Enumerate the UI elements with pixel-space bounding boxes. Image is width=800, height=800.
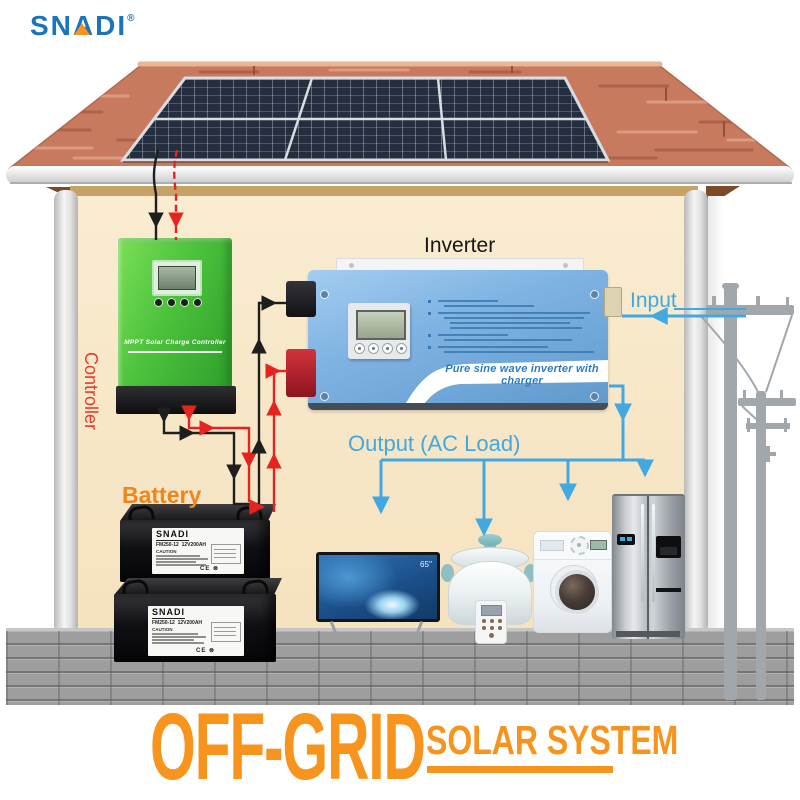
house-corner-post-left (54, 190, 78, 630)
inverter-body: Pure sine wave inverter with charger (286, 270, 622, 410)
inverter-dc-terminal-positive (286, 349, 316, 397)
battery-cert-mark: CE ⊗ (200, 566, 220, 572)
controller-button (180, 298, 189, 307)
screw-icon (320, 290, 329, 299)
washer-detergent-drawer (540, 540, 564, 551)
house-corner-post-right (684, 190, 708, 630)
battery-top-face (120, 504, 276, 521)
washing-machine (533, 531, 612, 633)
battery-inverter-negative-wire (251, 295, 289, 504)
washer-display (590, 540, 607, 550)
battery-cert-mark: CE ⊗ (196, 648, 216, 654)
washer-knob (570, 536, 589, 555)
screw-icon (590, 290, 599, 299)
wall-top-beam (70, 186, 698, 197)
controller-battery-positive-wire (181, 405, 265, 515)
fridge-handle-left (641, 504, 644, 602)
roof-shingle-streaks (18, 66, 778, 160)
ac-input-wire (622, 307, 746, 325)
television: 65'' (316, 552, 440, 636)
pv-positive-wire (168, 149, 184, 240)
battery-upper: SNADI FM250-12 12V200AH CAUTION CE ⊗ (118, 504, 278, 584)
controller-button (167, 298, 176, 307)
logo-triangle-icon (74, 23, 90, 35)
fridge-display (617, 534, 635, 545)
controller-button (193, 298, 202, 307)
controller-face-rule (128, 351, 222, 353)
title-underline (427, 766, 613, 773)
controller-button (154, 298, 163, 307)
inverter-bottom-strip (308, 403, 608, 410)
cooker-lid-knob (478, 534, 502, 546)
label-inverter: Inverter (424, 234, 496, 257)
inverter-tagline: Pure sine wave inverter with charger (445, 363, 599, 387)
label-battery: Battery (122, 482, 202, 508)
screw-icon (590, 392, 599, 401)
washer-door (550, 565, 599, 614)
inverter-button (368, 343, 379, 354)
label-controller: Controller (81, 352, 101, 431)
title-main: OFF-GRID (150, 694, 426, 800)
inverter-display-panel (348, 303, 410, 359)
utility-poles (699, 283, 796, 700)
inverter-button (354, 343, 365, 354)
inverter-lcd-screen (356, 310, 406, 340)
battery-spec-table (211, 544, 241, 564)
controller-body: MPPT Solar Charge Controller (118, 238, 232, 390)
controller-base (116, 386, 236, 414)
battery-inverter-positive-wire (265, 363, 288, 512)
title-sub: SOLAR SYSTEM (426, 717, 679, 763)
battery-caution: CAUTION (156, 549, 177, 554)
solar-panel-array (119, 76, 611, 163)
fridge-water-dispenser (656, 536, 681, 558)
inverter-dc-terminal-negative (286, 281, 316, 317)
controller-face-label: MPPT Solar Charge Controller (124, 339, 226, 346)
inverter-ac-connector (604, 287, 622, 317)
battery-caution: CAUTION (152, 627, 173, 632)
mppt-charge-controller: MPPT Solar Charge Controller (116, 236, 236, 416)
registered-mark: ® (127, 13, 135, 24)
refrigerator (612, 494, 685, 639)
brand-logo: SNADI® (30, 10, 135, 42)
screw-icon (320, 392, 329, 401)
ac-output-wires (372, 384, 654, 537)
inverter-fine-print (424, 300, 602, 358)
washer-door-glass (555, 570, 599, 614)
battery-label: SNADI FM250-12 12V200AH CAUTION CE ⊗ (152, 528, 244, 574)
inverter-button (382, 343, 393, 354)
battery-model: FM250-12 12V200AH (152, 620, 203, 626)
inverter-swoosh (402, 360, 608, 410)
label-input: Input (630, 289, 677, 312)
roof-gutter (6, 166, 794, 184)
inverter-button (396, 343, 407, 354)
battery-lower: SNADI FM250-12 12V200AH CAUTION CE ⊗ (112, 578, 284, 664)
pv-negative-wire (148, 149, 164, 240)
cooker-body (448, 561, 532, 644)
label-output: Output (AC Load) (348, 431, 521, 456)
battery-label: SNADI FM250-12 12V200AH CAUTION CE ⊗ (148, 606, 244, 656)
tv-screen: 65'' (316, 552, 440, 622)
cooker-display (481, 605, 502, 616)
tv-size-badge: 65'' (420, 560, 432, 569)
controller-lcd (152, 260, 202, 296)
fridge-grille (616, 631, 680, 637)
battery-brand: SNADI (156, 529, 190, 541)
battery-top-face (114, 578, 282, 595)
fridge-door-gap (647, 496, 649, 639)
battery-brand: SNADI (152, 607, 186, 619)
cooker-control-panel (475, 600, 507, 644)
mount-screw (349, 263, 354, 268)
inverter-unit: Pure sine wave inverter with charger (286, 258, 622, 416)
fridge-lower-trim (656, 588, 681, 592)
fridge-handle-right (652, 504, 655, 602)
mount-screw (563, 263, 568, 268)
controller-lcd-screen (158, 266, 196, 290)
battery-spec-table (211, 622, 241, 642)
battery-model: FM250-12 12V200AH (156, 542, 207, 548)
